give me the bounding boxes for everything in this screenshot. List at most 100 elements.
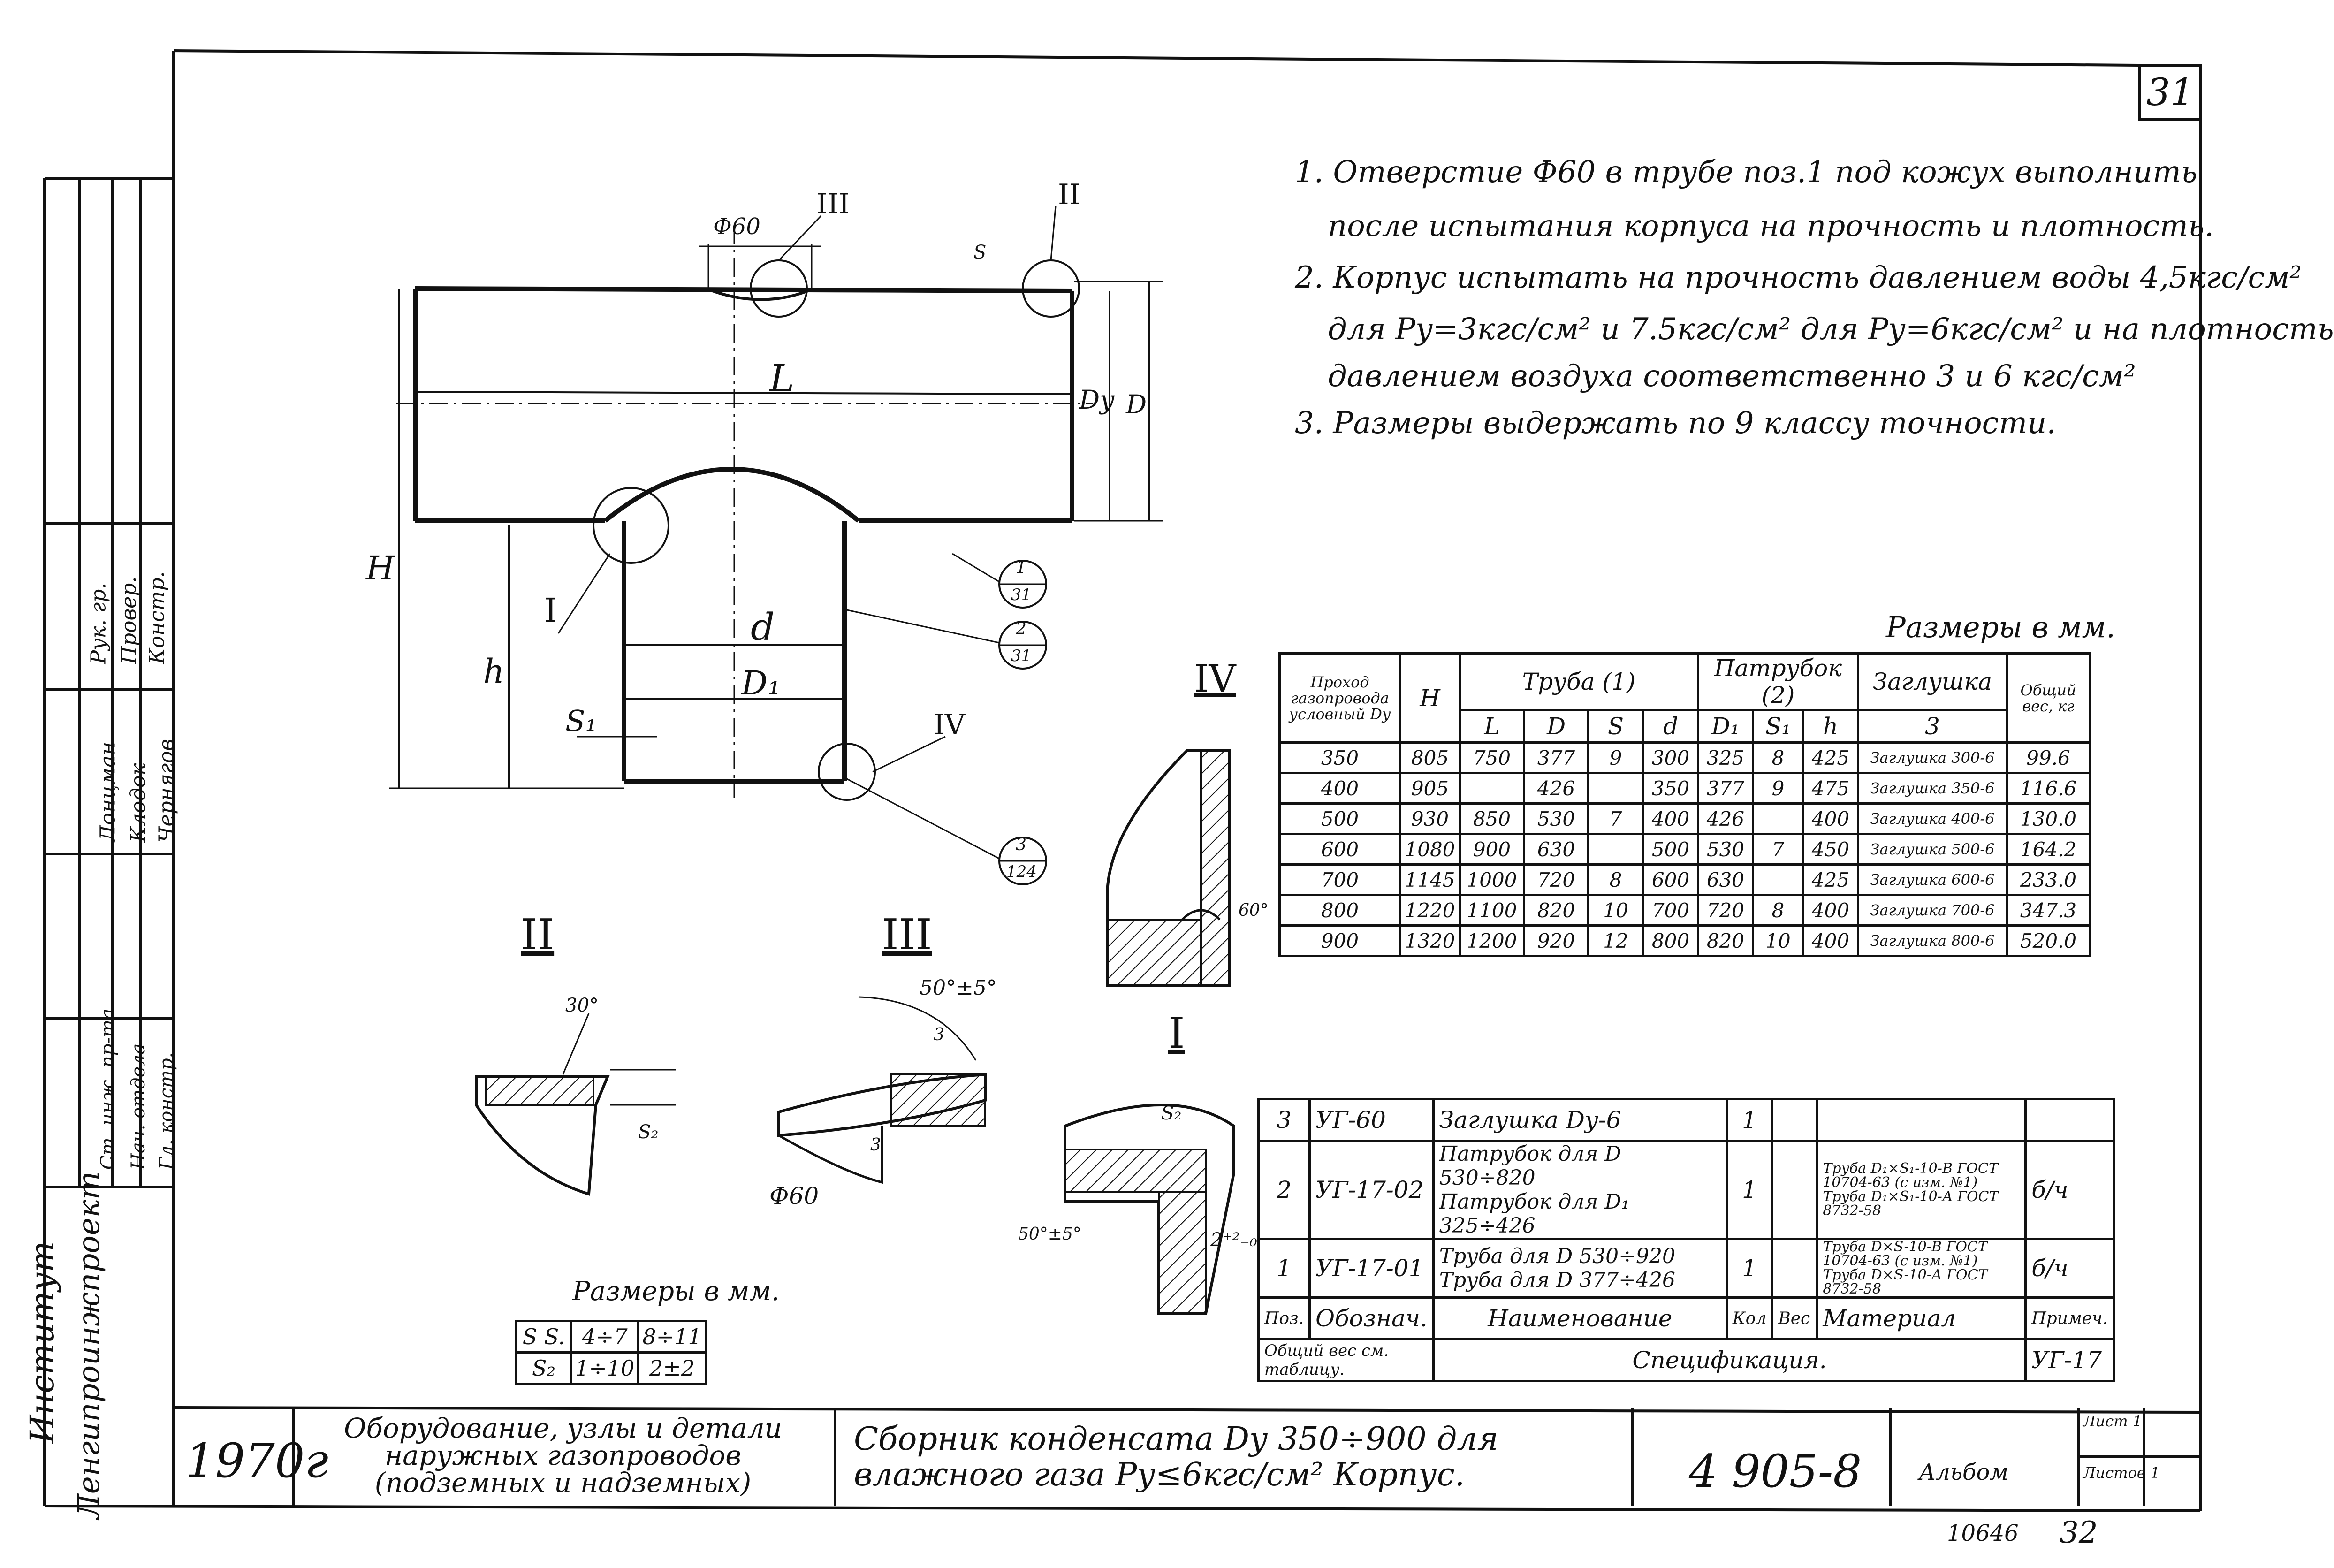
spec-material: Труба D×S-10-В ГОСТ 10704-63 (с изм. №1)…: [1816, 1238, 2027, 1299]
detail-I-drawing: [1064, 1104, 1235, 1315]
detail-III-title: III: [882, 910, 932, 959]
album-label: Альбом: [1919, 1459, 2009, 1485]
spec-label: Спецификация.: [1432, 1338, 2027, 1382]
cell-l: 1200: [1459, 924, 1525, 957]
signer-name: Лонцман: [96, 741, 120, 843]
spec-name-line: Труба для D 530÷920: [1439, 1244, 1676, 1268]
cell-d: 920: [1523, 924, 1589, 957]
cell-h: 930: [1399, 802, 1461, 835]
spec-weight: [1771, 1098, 1818, 1142]
note-line-2: после испытания корпуса на прочность и п…: [1328, 209, 2214, 244]
cell-zag: Заглушка 500-6: [1857, 833, 2008, 866]
detail-III-drawing: [777, 996, 987, 1184]
h-label: h: [483, 652, 505, 691]
cell-h: 1220: [1399, 894, 1461, 927]
spec-header-note: Примеч.: [2024, 1296, 2115, 1340]
patrubok-header: Патрубок (2): [1697, 652, 1859, 711]
spec-header-pos: Поз.: [1257, 1296, 1311, 1340]
cell-d: 350: [1642, 772, 1699, 805]
detail-II-angle: 30°: [565, 995, 599, 1016]
pos3-sheet: 124: [1006, 862, 1037, 881]
left-title: Оборудование, узлы и детали наружных газ…: [343, 1412, 783, 1499]
cell-h: 1145: [1399, 863, 1461, 896]
cell-ves: 164.2: [2006, 833, 2091, 866]
col-S-header: S: [1587, 709, 1644, 744]
zaglushka-header: Заглушка: [1857, 652, 2008, 711]
cell-d: 400: [1642, 802, 1699, 835]
spec-weight: [1771, 1238, 1818, 1299]
cell-d: 700: [1642, 894, 1699, 927]
cell-zag: Заглушка 400-6: [1857, 802, 2008, 835]
detail-II-title: II: [521, 910, 555, 959]
cell-s: 10: [1587, 894, 1644, 927]
cell-dy: 400: [1278, 772, 1401, 805]
cell-dy: 600: [1278, 833, 1401, 866]
cell-d1: 325: [1697, 741, 1754, 774]
spec-code: УГ-17-01: [1308, 1238, 1435, 1299]
callout-IV: IV: [934, 708, 966, 741]
spec-qty: 1: [1725, 1238, 1774, 1299]
detail-IV-drawing: [1106, 749, 1231, 987]
spec-name-line: Патрубок для D₁ 325÷426: [1439, 1190, 1630, 1238]
spec-name: Заглушка Dу-6: [1432, 1098, 1728, 1142]
cell-l: 1100: [1459, 894, 1525, 927]
cell-s: 8: [1587, 863, 1644, 896]
cell-dy: 700: [1278, 863, 1401, 896]
D1-label: D₁: [741, 664, 781, 702]
col-h-header: h: [1802, 709, 1859, 744]
cell-s: 9: [1587, 741, 1644, 774]
doc-number: 4 905-8: [1689, 1445, 1862, 1498]
cell-s: 12: [1587, 924, 1644, 957]
cell-h: 400: [1802, 802, 1859, 835]
cell-h: 425: [1802, 741, 1859, 774]
cell-s1: [1752, 802, 1804, 835]
small-cell: 2±2: [637, 1351, 707, 1385]
phi60-label: Ф60: [713, 213, 760, 240]
drawing-sheet: [43, 49, 2202, 1512]
cell-d: 530: [1523, 802, 1589, 835]
detail-I-title: I: [1168, 1009, 1185, 1058]
col-L-header: L: [1459, 709, 1525, 744]
small-size-table: S S. 4÷7 8÷11 S₂ 1÷10 2±2: [515, 1320, 707, 1385]
cell-ves: 99.6: [2006, 741, 2091, 774]
tee-body-drawing: [389, 206, 1163, 885]
cell-h: 475: [1802, 772, 1859, 805]
cell-h: 400: [1802, 924, 1859, 957]
dim-table-title: Размеры в мм.: [1886, 610, 2115, 644]
spec-code: УГ-60: [1308, 1098, 1435, 1142]
role-label: Провер.: [117, 576, 141, 664]
H-label: H: [366, 549, 395, 587]
cell-zag: Заглушка 800-6: [1857, 924, 2008, 957]
cell-l: 1000: [1459, 863, 1525, 896]
total-weight-label: Общий вес см. таблицу.: [1257, 1338, 1435, 1382]
callout-I: I: [544, 591, 557, 630]
spec-qty: 1: [1725, 1140, 1774, 1240]
spec-material: [1816, 1098, 2027, 1142]
col-D-header: D: [1523, 709, 1589, 744]
detail-I-dim: 2⁺²₋₀: [1210, 1229, 1257, 1251]
D-label: D: [1126, 389, 1147, 419]
spec-name-line: Труба для D 377÷426: [1439, 1268, 1676, 1292]
cell-h: 905: [1399, 772, 1461, 805]
callout-III: III: [816, 188, 850, 221]
sheets-label: Листов 1: [2083, 1464, 2160, 1482]
ves-header: Общий вес, кг: [2006, 652, 2091, 744]
archive-number: 10646: [1947, 1520, 2019, 1546]
detail-I-s2: S₂: [1161, 1103, 1182, 1124]
cell-l: 850: [1459, 802, 1525, 835]
cell-d1: 530: [1697, 833, 1754, 866]
zaglushka-num: 3: [1857, 709, 2008, 744]
cell-l: 750: [1459, 741, 1525, 774]
spec-weight: [1771, 1140, 1818, 1240]
cell-d: 600: [1642, 863, 1699, 896]
cell-s: [1587, 772, 1644, 805]
spec-qty: 1: [1725, 1098, 1774, 1142]
cell-d: 630: [1523, 833, 1589, 866]
role-label: Гл. констр.: [156, 1052, 177, 1170]
d-label: d: [751, 605, 775, 649]
patrubok-label: Патрубок: [1714, 655, 1842, 682]
